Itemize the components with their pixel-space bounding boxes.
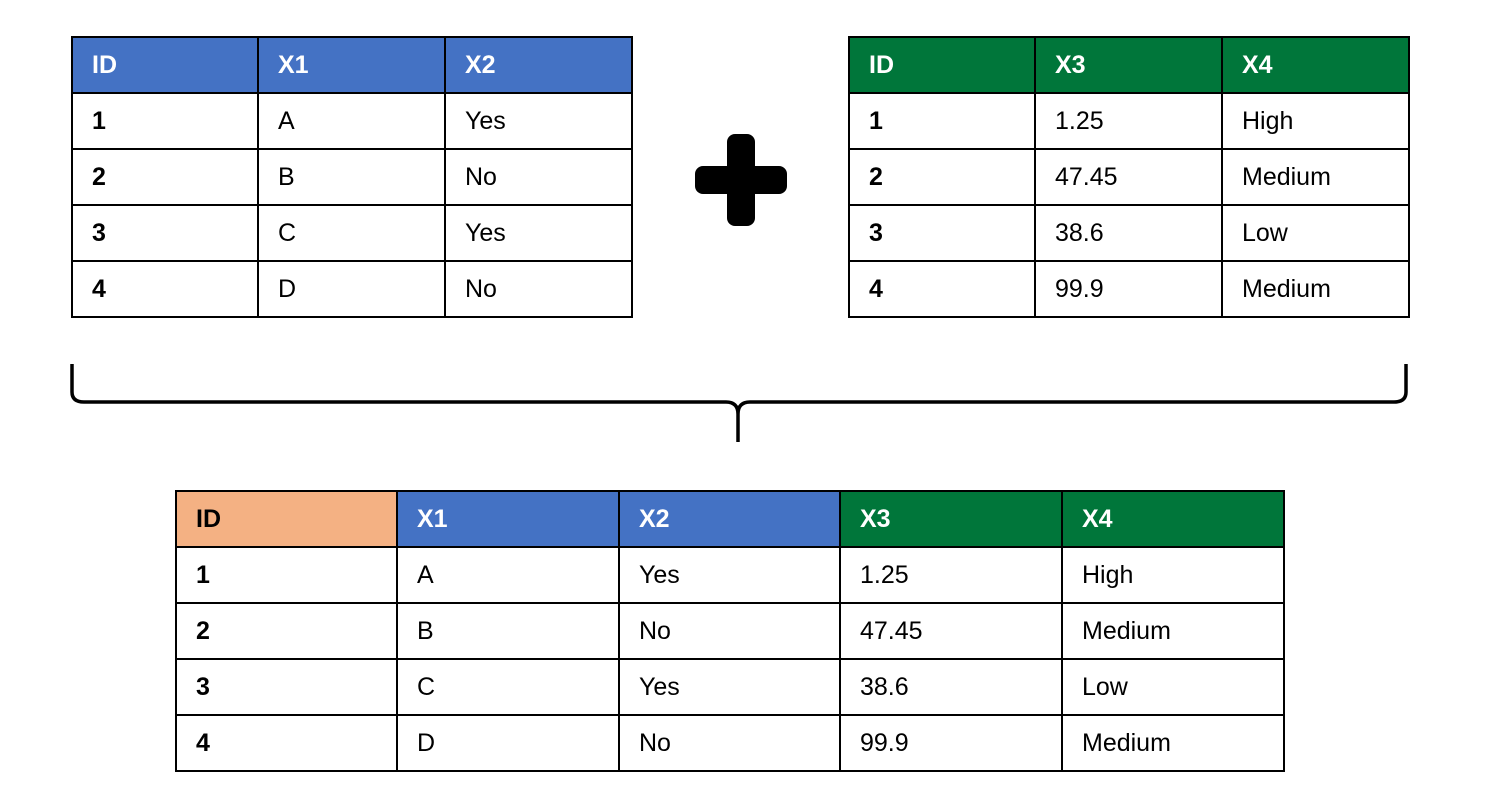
right-cell-x4: Low	[1221, 204, 1410, 262]
left-cell-x1: D	[257, 260, 446, 318]
merged-header-id: ID	[175, 490, 398, 548]
table-row: 2 B No 47.45 Medium	[175, 602, 1285, 660]
left-cell-id: 1	[71, 92, 259, 150]
right-cell-x4: Medium	[1221, 260, 1410, 318]
merged-header-x2: X2	[618, 490, 841, 548]
left-cell-x2: Yes	[444, 92, 633, 150]
merged-cell-id: 4	[175, 714, 398, 772]
left-cell-x2: No	[444, 260, 633, 318]
left-cell-x2: Yes	[444, 204, 633, 262]
right-cell-id: 3	[848, 204, 1036, 262]
left-cell-id: 4	[71, 260, 259, 318]
right-cell-x3: 99.9	[1034, 260, 1223, 318]
left-header-x1: X1	[257, 36, 446, 94]
plus-icon	[695, 134, 787, 226]
left-table-header-row: ID X1 X2	[71, 36, 633, 94]
left-header-id: ID	[71, 36, 259, 94]
merged-cell-x1: B	[396, 602, 620, 660]
right-table-header-row: ID X3 X4	[848, 36, 1410, 94]
merged-cell-x3: 47.45	[839, 602, 1063, 660]
right-table: ID X3 X4 1 1.25 High 2 47.45 Medium 3 38…	[848, 36, 1410, 318]
table-row: 1 A Yes 1.25 High	[175, 546, 1285, 604]
left-cell-x1: A	[257, 92, 446, 150]
merged-cell-x1: D	[396, 714, 620, 772]
left-cell-x2: No	[444, 148, 633, 206]
table-row: 3 38.6 Low	[848, 204, 1410, 262]
right-cell-id: 2	[848, 148, 1036, 206]
merged-cell-x1: A	[396, 546, 620, 604]
left-cell-id: 3	[71, 204, 259, 262]
merged-cell-x3: 38.6	[839, 658, 1063, 716]
merged-table-header-row: ID X1 X2 X3 X4	[175, 490, 1285, 548]
right-header-x4: X4	[1221, 36, 1410, 94]
right-cell-x4: High	[1221, 92, 1410, 150]
merged-header-x1: X1	[396, 490, 620, 548]
right-cell-x3: 1.25	[1034, 92, 1223, 150]
right-cell-x4: Medium	[1221, 148, 1410, 206]
merged-cell-x1: C	[396, 658, 620, 716]
left-table: ID X1 X2 1 A Yes 2 B No 3 C Yes 4 D No	[71, 36, 633, 318]
merged-cell-id: 2	[175, 602, 398, 660]
table-row: 2 47.45 Medium	[848, 148, 1410, 206]
table-row: 3 C Yes	[71, 204, 633, 262]
merged-cell-x4: High	[1061, 546, 1285, 604]
merged-cell-x2: No	[618, 602, 841, 660]
table-row: 4 D No 99.9 Medium	[175, 714, 1285, 772]
table-row: 2 B No	[71, 148, 633, 206]
merged-cell-x4: Medium	[1061, 602, 1285, 660]
table-row: 4 99.9 Medium	[848, 260, 1410, 318]
left-cell-id: 2	[71, 148, 259, 206]
right-header-x3: X3	[1034, 36, 1223, 94]
merged-cell-x2: No	[618, 714, 841, 772]
right-header-id: ID	[848, 36, 1036, 94]
merged-header-x4: X4	[1061, 490, 1285, 548]
merged-cell-x2: Yes	[618, 658, 841, 716]
left-cell-x1: C	[257, 204, 446, 262]
merged-cell-x4: Low	[1061, 658, 1285, 716]
table-row: 1 A Yes	[71, 92, 633, 150]
merged-header-x3: X3	[839, 490, 1063, 548]
merged-table: ID X1 X2 X3 X4 1 A Yes 1.25 High 2 B No …	[175, 490, 1285, 772]
table-row: 1 1.25 High	[848, 92, 1410, 150]
left-header-x2: X2	[444, 36, 633, 94]
right-cell-x3: 47.45	[1034, 148, 1223, 206]
table-row: 3 C Yes 38.6 Low	[175, 658, 1285, 716]
merged-cell-x4: Medium	[1061, 714, 1285, 772]
merged-cell-id: 3	[175, 658, 398, 716]
merged-cell-x3: 99.9	[839, 714, 1063, 772]
right-cell-x3: 38.6	[1034, 204, 1223, 262]
merged-cell-x3: 1.25	[839, 546, 1063, 604]
table-row: 4 D No	[71, 260, 633, 318]
right-cell-id: 1	[848, 92, 1036, 150]
right-cell-id: 4	[848, 260, 1036, 318]
merged-cell-id: 1	[175, 546, 398, 604]
merged-cell-x2: Yes	[618, 546, 841, 604]
left-cell-x1: B	[257, 148, 446, 206]
brace-icon	[70, 364, 1408, 442]
